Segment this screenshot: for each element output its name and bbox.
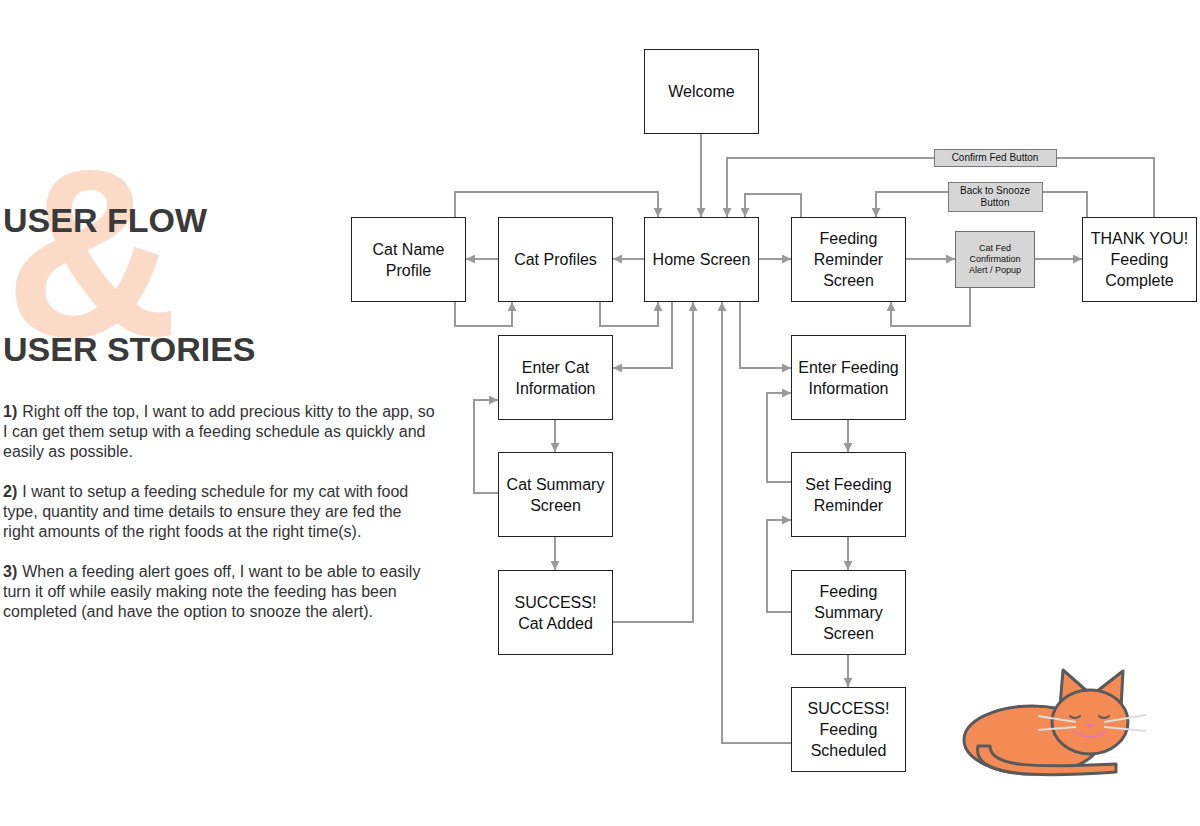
screen-box: THANK YOU! Feeding Complete bbox=[1082, 217, 1197, 302]
flow-arrow bbox=[767, 393, 791, 482]
screen-box: Welcome bbox=[644, 49, 759, 134]
story-text: Right off the top, I want to add preciou… bbox=[3, 403, 435, 460]
flow-arrow bbox=[613, 302, 693, 622]
flow-arrow bbox=[1035, 258, 1082, 260]
user-story: 2)I want to setup a feeding schedule for… bbox=[3, 482, 435, 542]
screen-box: Feeding Summary Screen bbox=[791, 570, 906, 655]
node-text: SUCCESS! Cat Added bbox=[503, 592, 608, 634]
cat-head bbox=[1052, 690, 1128, 754]
cat-illustration bbox=[964, 670, 1146, 775]
flow-arrow bbox=[906, 258, 955, 260]
flow-arrow bbox=[745, 194, 801, 217]
flow-arrow bbox=[767, 520, 791, 612]
flow-arrow bbox=[740, 302, 791, 368]
flow-arrow bbox=[600, 302, 658, 326]
screen-box: Cat Name Profile bbox=[351, 217, 466, 302]
story-number: 2) bbox=[3, 483, 22, 500]
user-story: 1)Right off the top, I want to add preci… bbox=[3, 402, 435, 462]
screen-box: Set Feeding Reminder bbox=[791, 452, 906, 537]
section-heading: USER FLOW bbox=[3, 200, 207, 241]
screen-box: SUCCESS! Cat Added bbox=[498, 570, 613, 655]
cat-eye bbox=[1070, 716, 1080, 718]
node-text: Cat Profiles bbox=[503, 249, 608, 270]
flow-arrow bbox=[466, 258, 498, 260]
node-text: Enter Feeding Information bbox=[796, 357, 901, 399]
story-number: 1) bbox=[3, 403, 22, 420]
user-stories: 1)Right off the top, I want to add preci… bbox=[3, 402, 435, 642]
flow-arrow bbox=[554, 537, 556, 570]
cat-whisker bbox=[1104, 715, 1146, 722]
flow-arrow bbox=[455, 302, 512, 326]
node-text: THANK YOU! Feeding Complete bbox=[1087, 228, 1192, 291]
flow-arrow bbox=[700, 134, 702, 217]
screen-box: Enter Feeding Information bbox=[791, 335, 906, 420]
flow-arrow bbox=[847, 537, 849, 570]
cat-nose bbox=[1086, 724, 1094, 729]
screen-box: Home Screen bbox=[644, 217, 759, 302]
story-text: When a feeding alert goes off, I want to… bbox=[3, 563, 420, 620]
story-text: I want to setup a feeding schedule for m… bbox=[3, 483, 408, 540]
node-text: Cat Summary Screen bbox=[503, 474, 608, 516]
cat-eye bbox=[1099, 716, 1109, 718]
flow-arrow bbox=[554, 420, 556, 452]
button-label: Confirm Fed Button bbox=[934, 149, 1057, 167]
node-text: Cat Fed Confirmation Alert / Popup bbox=[962, 243, 1028, 276]
node-text: Home Screen bbox=[649, 249, 754, 270]
screen-box: Cat Summary Screen bbox=[498, 452, 613, 537]
story-number: 3) bbox=[3, 563, 22, 580]
flow-arrow bbox=[474, 400, 498, 493]
flow-arrow bbox=[613, 302, 672, 368]
cat-whisker bbox=[1038, 716, 1076, 722]
node-text: Feeding Summary Screen bbox=[796, 581, 901, 644]
section-heading: USER STORIES bbox=[3, 329, 256, 370]
flow-arrow bbox=[613, 258, 644, 260]
flow-arrow bbox=[847, 420, 849, 452]
node-text: Feeding Reminder Screen bbox=[796, 228, 901, 291]
screen-box: Feeding Reminder Screen bbox=[791, 217, 906, 302]
button-label: Back to Snooze Button bbox=[948, 182, 1043, 212]
screen-box: Cat Profiles bbox=[498, 217, 613, 302]
screen-box: Enter Cat Information bbox=[498, 335, 613, 420]
node-text: Cat Name Profile bbox=[356, 239, 461, 281]
popup-box: Cat Fed Confirmation Alert / Popup bbox=[955, 231, 1035, 288]
cat-whisker bbox=[1104, 727, 1146, 731]
node-text: SUCCESS! Feeding Scheduled bbox=[796, 698, 901, 761]
user-story: 3)When a feeding alert goes off, I want … bbox=[3, 562, 435, 622]
node-text: Welcome bbox=[649, 81, 754, 102]
node-text: Enter Cat Information bbox=[503, 357, 608, 399]
screen-box: SUCCESS! Feeding Scheduled bbox=[791, 687, 906, 772]
node-text: Set Feeding Reminder bbox=[796, 474, 901, 516]
flow-arrow bbox=[759, 258, 791, 260]
flow-arrow bbox=[722, 302, 791, 743]
cat-whisker bbox=[1038, 727, 1076, 730]
cat-mouth bbox=[1074, 731, 1106, 737]
flow-arrow bbox=[455, 192, 658, 217]
flow-arrow bbox=[847, 655, 849, 687]
